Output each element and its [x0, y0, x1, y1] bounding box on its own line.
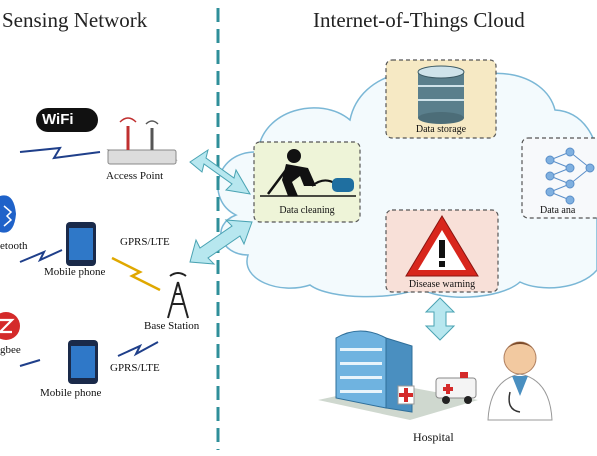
- zigbee-label: gbee: [0, 344, 21, 356]
- gprs-lte-label-2: GPRS/LTE: [110, 362, 160, 374]
- signal-bolt-gprs-2: [117, 341, 159, 357]
- mobile-phone-icon-1: [66, 222, 96, 266]
- signal-bolt-zigbee: [19, 359, 41, 367]
- arrow-cloud-to-hospital: [424, 297, 456, 341]
- hospital-building-icon: [318, 330, 478, 420]
- mobile-phone-label-2: Mobile phone: [40, 387, 102, 399]
- iot-cloud-title: Internet-of-Things Cloud: [313, 8, 525, 32]
- zigbee-logo-icon: [0, 312, 20, 340]
- wifi-logo-icon: [36, 108, 98, 132]
- arrow-phone-to-cloud: [189, 219, 253, 265]
- wifi-logo-text: WiFi: [42, 111, 74, 128]
- sensing-network-title: Sensing Network: [2, 8, 148, 32]
- data-cleaning-label: Data cleaning: [279, 205, 335, 216]
- mobile-phone-label-1: Mobile phone: [44, 266, 106, 278]
- neural-network-icon: [545, 147, 595, 205]
- signal-bolt-bluetooth: [19, 249, 63, 263]
- data-analysis-label: Data ana: [540, 205, 576, 216]
- base-station-tower-icon: [167, 272, 189, 319]
- hospital-label: Hospital: [413, 430, 454, 444]
- database-icon: [417, 65, 465, 124]
- access-point-label: Access Point: [106, 170, 164, 182]
- bluetooth-label: etooth: [0, 240, 28, 252]
- bluetooth-logo-icon: [0, 195, 16, 233]
- cleaning-worker-icon: [260, 149, 356, 197]
- data-storage-label: Data storage: [415, 124, 467, 135]
- access-point-icon: [106, 117, 178, 165]
- arrow-access-to-cloud: [189, 148, 251, 195]
- ambulance-icon: [435, 372, 477, 404]
- warning-triangle-icon: [405, 215, 479, 277]
- mobile-phone-icon-2: [68, 340, 98, 384]
- disease-warning-label: Disease warning: [408, 279, 476, 290]
- signal-bolt-wifi: [19, 146, 101, 160]
- gprs-lte-label-1: GPRS/LTE: [120, 236, 170, 248]
- signal-bolt-gprs-1: [111, 256, 161, 292]
- doctor-icon: [487, 341, 553, 421]
- base-station-label: Base Station: [144, 320, 200, 332]
